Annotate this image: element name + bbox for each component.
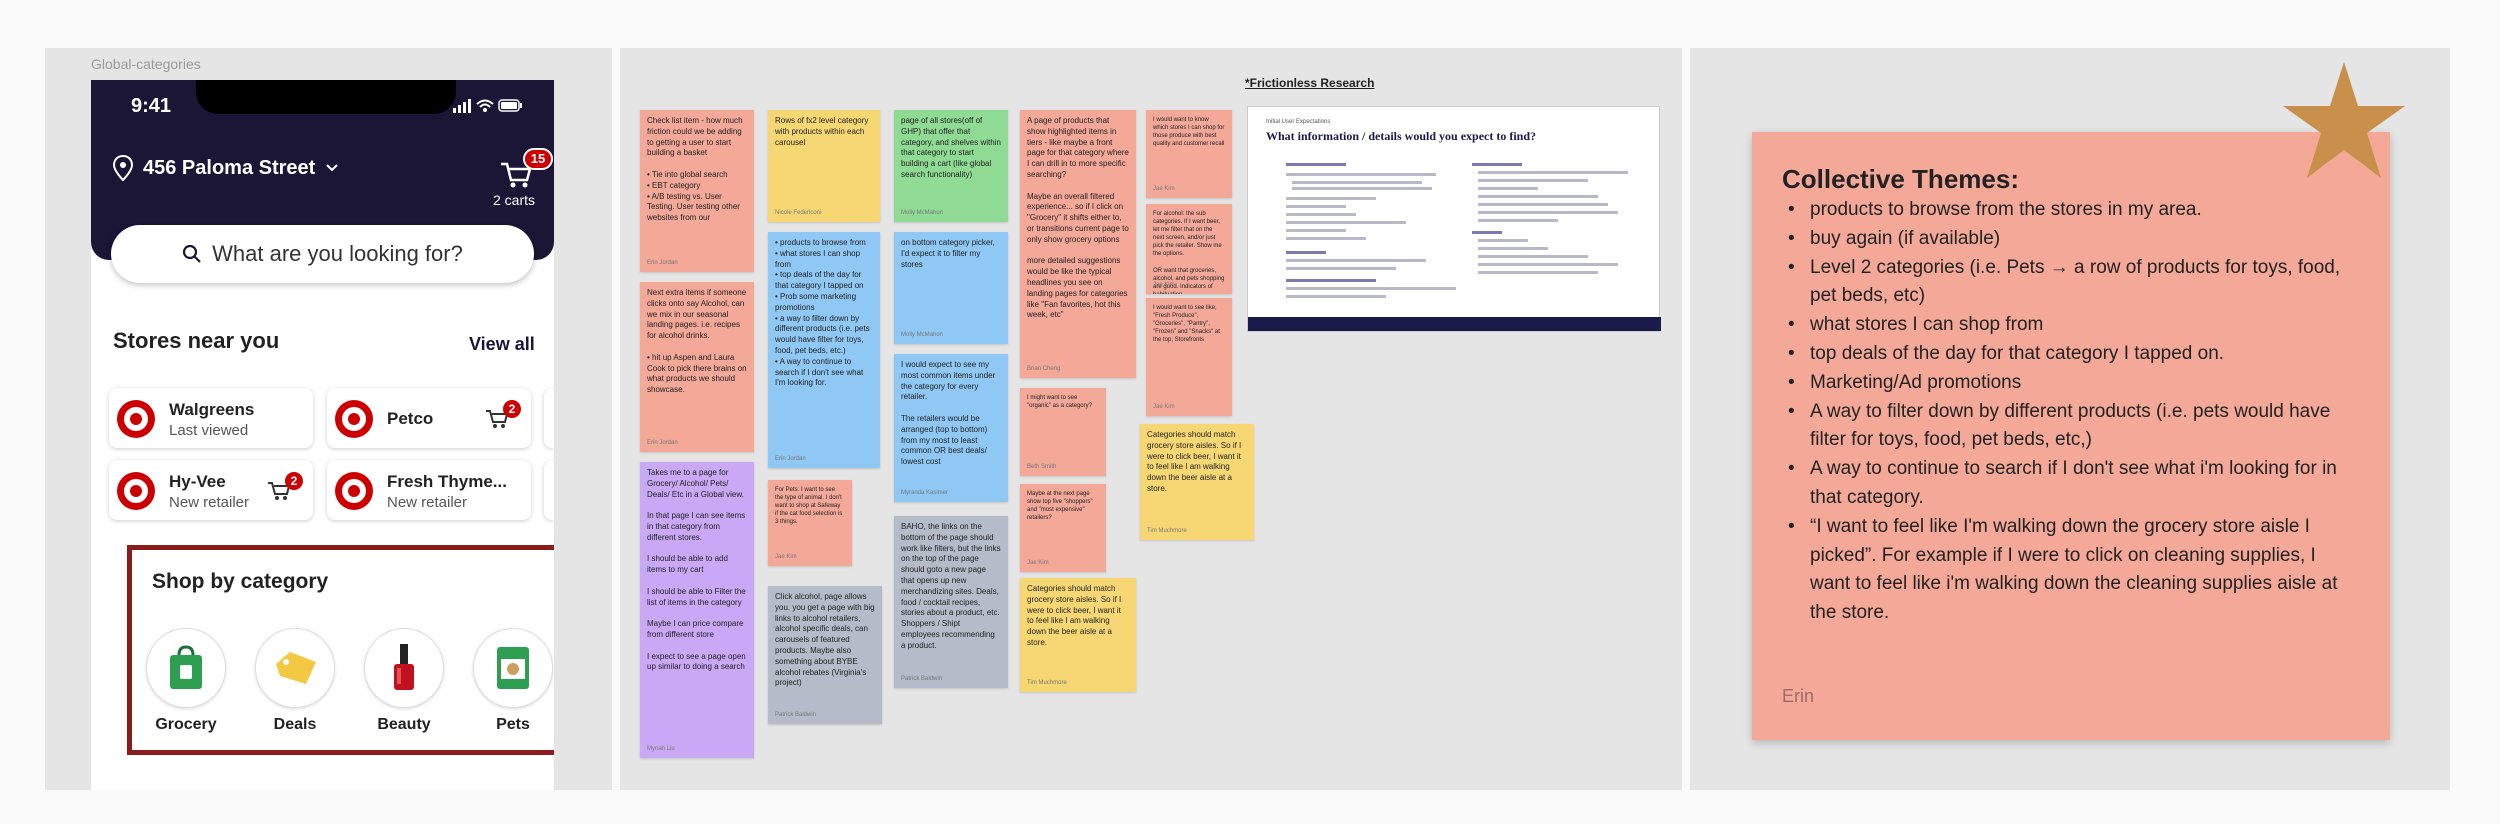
sticky-note[interactable]: BAHO, the links on the bottom of the pag…	[894, 516, 1008, 688]
sticky-note[interactable]: Check list item - how much friction coul…	[640, 110, 754, 272]
nail-polish-icon	[364, 628, 444, 708]
theme-item: A way to continue to search if I don't s…	[1782, 455, 2357, 513]
search-bar[interactable]: What are you looking for?	[111, 225, 534, 283]
store-card-partial[interactable]	[544, 388, 554, 448]
theme-item: products to browse from the stores in my…	[1782, 196, 2357, 225]
sticky-note[interactable]: Categories should match grocery store ai…	[1020, 578, 1136, 692]
sticky-note[interactable]: Maybe at the next page show top five "sh…	[1020, 484, 1106, 572]
sticky-note[interactable]: For Pets: I want to see the type of anim…	[768, 480, 852, 566]
store-card-partial[interactable]	[544, 460, 554, 520]
theme-item: Level 2 categories (i.e. Pets → a row of…	[1782, 254, 2357, 312]
category-label: Deals	[273, 716, 317, 733]
collective-themes-sticky[interactable]: Collective Themes: products to browse fr…	[1752, 132, 2390, 740]
sticky-note[interactable]: Takes me to a page for Grocery/ Alcohol/…	[640, 462, 754, 758]
sticky-note[interactable]: Next extra items if someone clicks onto …	[640, 282, 754, 452]
themes-list: products to browse from the stores in my…	[1782, 196, 2357, 628]
category-label: Pets	[496, 716, 530, 733]
chevron-down-icon	[326, 164, 339, 172]
theme-item: buy again (if available)	[1782, 225, 2357, 254]
search-placeholder: What are you looking for?	[212, 241, 463, 266]
phone-screen: 9:41 456 Paloma Street	[91, 80, 554, 790]
store-card-hy-vee[interactable]: Hy-Vee New retailer 2	[109, 460, 313, 520]
shop-by-category-title: Shop by category	[152, 570, 329, 593]
global-categories-frame: Global-categories 9:41 45	[45, 48, 612, 790]
store-card-petco[interactable]: Petco 2	[327, 388, 531, 448]
sticky-note[interactable]: I would want to see like, "Fresh Produce…	[1146, 298, 1232, 416]
collective-themes-title: Collective Themes:	[1782, 164, 2019, 194]
category-pets[interactable]: Pets	[473, 628, 553, 734]
category-beauty[interactable]: Beauty	[364, 628, 444, 734]
store-subtitle: New retailer	[387, 494, 468, 511]
stores-near-you-title: Stores near you	[113, 328, 280, 353]
theme-item: “I want to feel like I'm walking down th…	[1782, 513, 2357, 628]
grocery-bag-icon	[146, 628, 226, 708]
target-logo-icon	[335, 400, 373, 438]
cart-icon	[501, 162, 532, 188]
search-icon	[183, 244, 201, 263]
location-pin-icon	[113, 155, 133, 181]
status-time: 9:41	[131, 95, 172, 117]
frame-label: Global-categories	[91, 56, 201, 72]
store-cart-badge: 2	[503, 400, 521, 418]
doc-subtitle: Initial User Expectations	[1266, 119, 1331, 125]
target-logo-icon	[117, 472, 155, 510]
sticky-note[interactable]: Categories should match grocery store ai…	[1140, 424, 1254, 540]
sticky-note[interactable]: page of all stores(off of GHP) that offe…	[894, 110, 1008, 222]
star-icon[interactable]	[2283, 62, 2405, 178]
view-all-link[interactable]: View all	[469, 334, 535, 354]
tag-icon	[255, 628, 335, 708]
status-icons	[453, 98, 523, 117]
sticky-note[interactable]: Rows of fx2 level category with products…	[768, 110, 880, 222]
carts-label: 2 carts	[492, 192, 535, 208]
theme-item: what stores I can shop from	[1782, 311, 2357, 340]
category-grocery[interactable]: Grocery	[146, 628, 226, 734]
frictionless-research-title[interactable]: *Frictionless Research	[1245, 76, 1375, 90]
signal-wifi-battery-icon	[453, 99, 522, 113]
address-selector[interactable]: 456 Paloma Street	[113, 155, 339, 181]
sticky-note[interactable]: • products to browse from • what stores …	[768, 232, 880, 468]
theme-item: A way to filter down by different produc…	[1782, 398, 2357, 456]
sticky-note[interactable]: I might want to see "organic" as a categ…	[1020, 388, 1106, 476]
category-label: Grocery	[155, 716, 217, 733]
category-label: Beauty	[377, 716, 431, 733]
target-logo-icon	[117, 400, 155, 438]
store-name: Walgreens	[169, 400, 255, 419]
doc-footer-bar	[1248, 317, 1661, 331]
store-cart-badge: 2	[285, 472, 303, 490]
sticky-note[interactable]: I would expect to see my most common ite…	[894, 354, 1008, 502]
theme-item: Marketing/Ad promotions	[1782, 369, 2357, 398]
shop-by-category-section: Shop by category Grocery Deals	[127, 545, 554, 755]
store-card-walgreens[interactable]: Walgreens Last viewed	[109, 388, 313, 448]
sticky-note[interactable]: A page of products that show highlighted…	[1020, 110, 1136, 378]
store-subtitle: New retailer	[169, 494, 250, 511]
cart-count-badge: 15	[523, 148, 553, 170]
store-subtitle: Last viewed	[169, 422, 249, 439]
sticky-note[interactable]: For alcohol: the sub categories. If I wa…	[1146, 204, 1232, 294]
store-name: Hy-Vee	[169, 472, 226, 491]
phone-notch	[196, 80, 456, 114]
theme-item: top deals of the day for that category I…	[1782, 340, 2357, 369]
store-name: Petco	[387, 409, 434, 428]
sticky-note[interactable]: I would want to know which stores I can …	[1146, 110, 1232, 198]
sticky-note[interactable]: Click alcohol, page allows you. you get …	[768, 586, 882, 724]
store-card-fresh-thyme[interactable]: Fresh Thyme... New retailer	[327, 460, 531, 520]
doc-heading: What information / details would you exp…	[1266, 129, 1537, 143]
target-logo-icon	[335, 472, 373, 510]
research-doc-thumbnail[interactable]: Initial User Expectations What informati…	[1247, 106, 1661, 332]
category-deals[interactable]: Deals	[255, 628, 335, 734]
research-board: *Frictionless Research Check list item -…	[620, 48, 1682, 790]
sticky-note[interactable]: on bottom category picker, I'd expect it…	[894, 232, 1008, 344]
store-name: Fresh Thyme...	[387, 472, 507, 491]
address-text: 456 Paloma Street	[143, 156, 316, 179]
sticky-author: Erin	[1782, 686, 1815, 706]
pet-food-icon	[473, 628, 553, 708]
